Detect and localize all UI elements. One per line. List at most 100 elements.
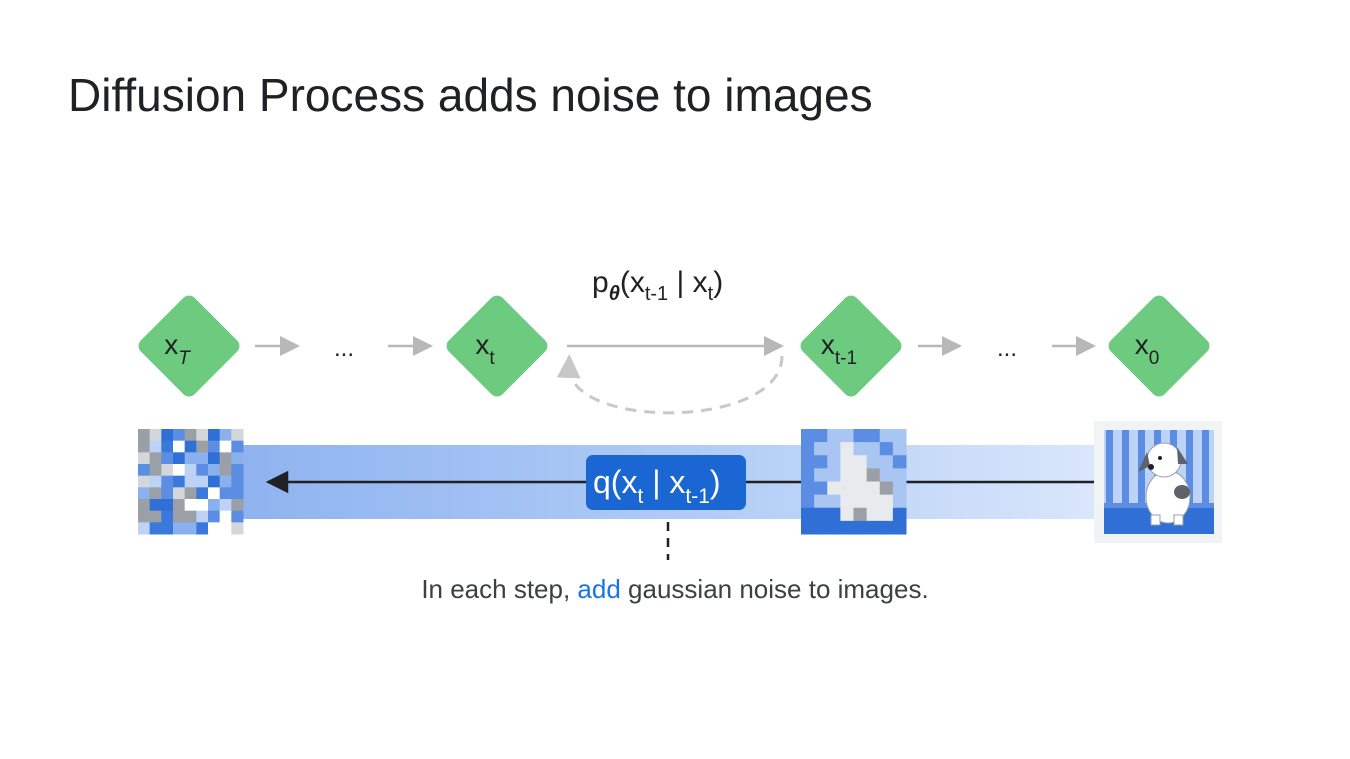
node-label: xT — [164, 329, 191, 369]
noise-pixel — [219, 510, 232, 523]
dog-pixel — [827, 481, 841, 496]
dog-pixel — [840, 494, 854, 509]
noise-pixel — [161, 475, 174, 488]
noise-pixel — [219, 452, 232, 465]
dog-pixel — [866, 520, 881, 535]
dog-pixel — [866, 442, 881, 456]
noise-pixel — [184, 487, 197, 500]
noise-pixel — [138, 452, 151, 465]
noise-pixel — [219, 487, 232, 500]
dog-pixel — [866, 494, 881, 509]
dog-pixel — [840, 468, 854, 482]
dog-pixel — [853, 442, 868, 456]
dog-pixel — [853, 455, 868, 469]
noise-pixel — [231, 499, 244, 512]
dashed-reverse-arrow — [556, 354, 784, 415]
noise-pixel — [196, 499, 209, 512]
noise-pixel — [196, 429, 209, 442]
noise-pixel — [138, 429, 151, 442]
noise-pixel — [173, 429, 186, 442]
dog-pixel — [866, 481, 881, 496]
dog-pixel — [879, 455, 894, 469]
noise-pixel — [231, 510, 244, 523]
noise-pixel — [184, 452, 197, 465]
dog-pixel — [853, 429, 868, 443]
dog-pixel — [814, 455, 828, 469]
dog-pixel — [866, 507, 881, 522]
noise-pixel — [219, 475, 232, 488]
dog-pixel — [801, 481, 815, 496]
dog-pixel — [892, 481, 907, 496]
noise-pixel — [138, 475, 151, 488]
caption-after: gaussian noise to images. — [620, 574, 929, 604]
noise-pixel — [138, 510, 151, 523]
dog-pixel — [801, 468, 815, 482]
dog-pixel — [827, 494, 841, 509]
noise-pixel — [196, 452, 209, 465]
dog-pixel — [892, 429, 907, 443]
noise-pixel — [219, 464, 232, 477]
noise-pixel — [231, 452, 244, 465]
dog-pixel — [814, 520, 828, 535]
noise-pixel — [173, 510, 186, 523]
noise-pixel — [149, 499, 162, 512]
forward-process-label: q(xt | xt-1) — [593, 464, 721, 508]
dog-pixel — [892, 455, 907, 469]
noise-pixel — [208, 510, 221, 523]
noise-pixel — [196, 510, 209, 523]
noise-pixel — [208, 429, 221, 442]
dog-pixel — [892, 494, 907, 509]
noise-pixel — [173, 440, 186, 453]
noise-pixel — [138, 464, 151, 477]
noise-pixel — [149, 452, 162, 465]
node-label: xt-1 — [821, 329, 857, 369]
noise-pixel — [149, 429, 162, 442]
noise-pixel — [149, 475, 162, 488]
noise-pixel — [173, 499, 186, 512]
dog-pixel — [853, 520, 868, 535]
dog-pixel — [801, 494, 815, 509]
dog-pixel — [801, 442, 815, 456]
noise-pixel — [208, 452, 221, 465]
dog-pixel — [866, 455, 881, 469]
dog-pixel — [814, 468, 828, 482]
caption: In each step, add gaussian noise to imag… — [0, 574, 1350, 605]
noise-pixel — [184, 440, 197, 453]
dog-pixel — [827, 468, 841, 482]
dog-pixel — [801, 520, 815, 535]
slide-title: Diffusion Process adds noise to images — [68, 69, 873, 121]
noise-pixel — [196, 522, 209, 535]
noise-pixel — [173, 464, 186, 477]
noise-pixel — [208, 464, 221, 477]
dog-pixel — [801, 507, 815, 522]
noise-pixel — [231, 475, 244, 488]
noise-pixel — [208, 522, 221, 535]
dog-pixel — [801, 429, 815, 443]
noise-pixel — [219, 440, 232, 453]
dog-pixel — [879, 507, 894, 522]
node-2: xt-1 — [800, 295, 902, 397]
noise-pixel — [184, 475, 197, 488]
dog-pixel — [840, 481, 854, 496]
noise-pixel — [208, 487, 221, 500]
forward-process-label-box — [586, 455, 746, 510]
noise-pixel — [149, 440, 162, 453]
noise-pixel — [149, 510, 162, 523]
noise-pixel — [196, 440, 209, 453]
noise-pixel — [184, 510, 197, 523]
node-subscript: t — [489, 348, 495, 369]
dog-pixel — [892, 520, 907, 535]
noise-image — [138, 429, 244, 535]
dog-pixel — [840, 507, 854, 522]
dog-pixel — [892, 507, 907, 522]
dog-pixel — [866, 429, 881, 443]
noise-pixel — [219, 522, 232, 535]
noise-pixel — [161, 440, 174, 453]
noise-pixel — [161, 499, 174, 512]
caption-highlight: add — [577, 574, 621, 604]
background-stripe — [1106, 430, 1113, 503]
dog-pixel — [840, 442, 854, 456]
noise-pixel — [184, 499, 197, 512]
caption-before: In each step, — [421, 574, 578, 604]
